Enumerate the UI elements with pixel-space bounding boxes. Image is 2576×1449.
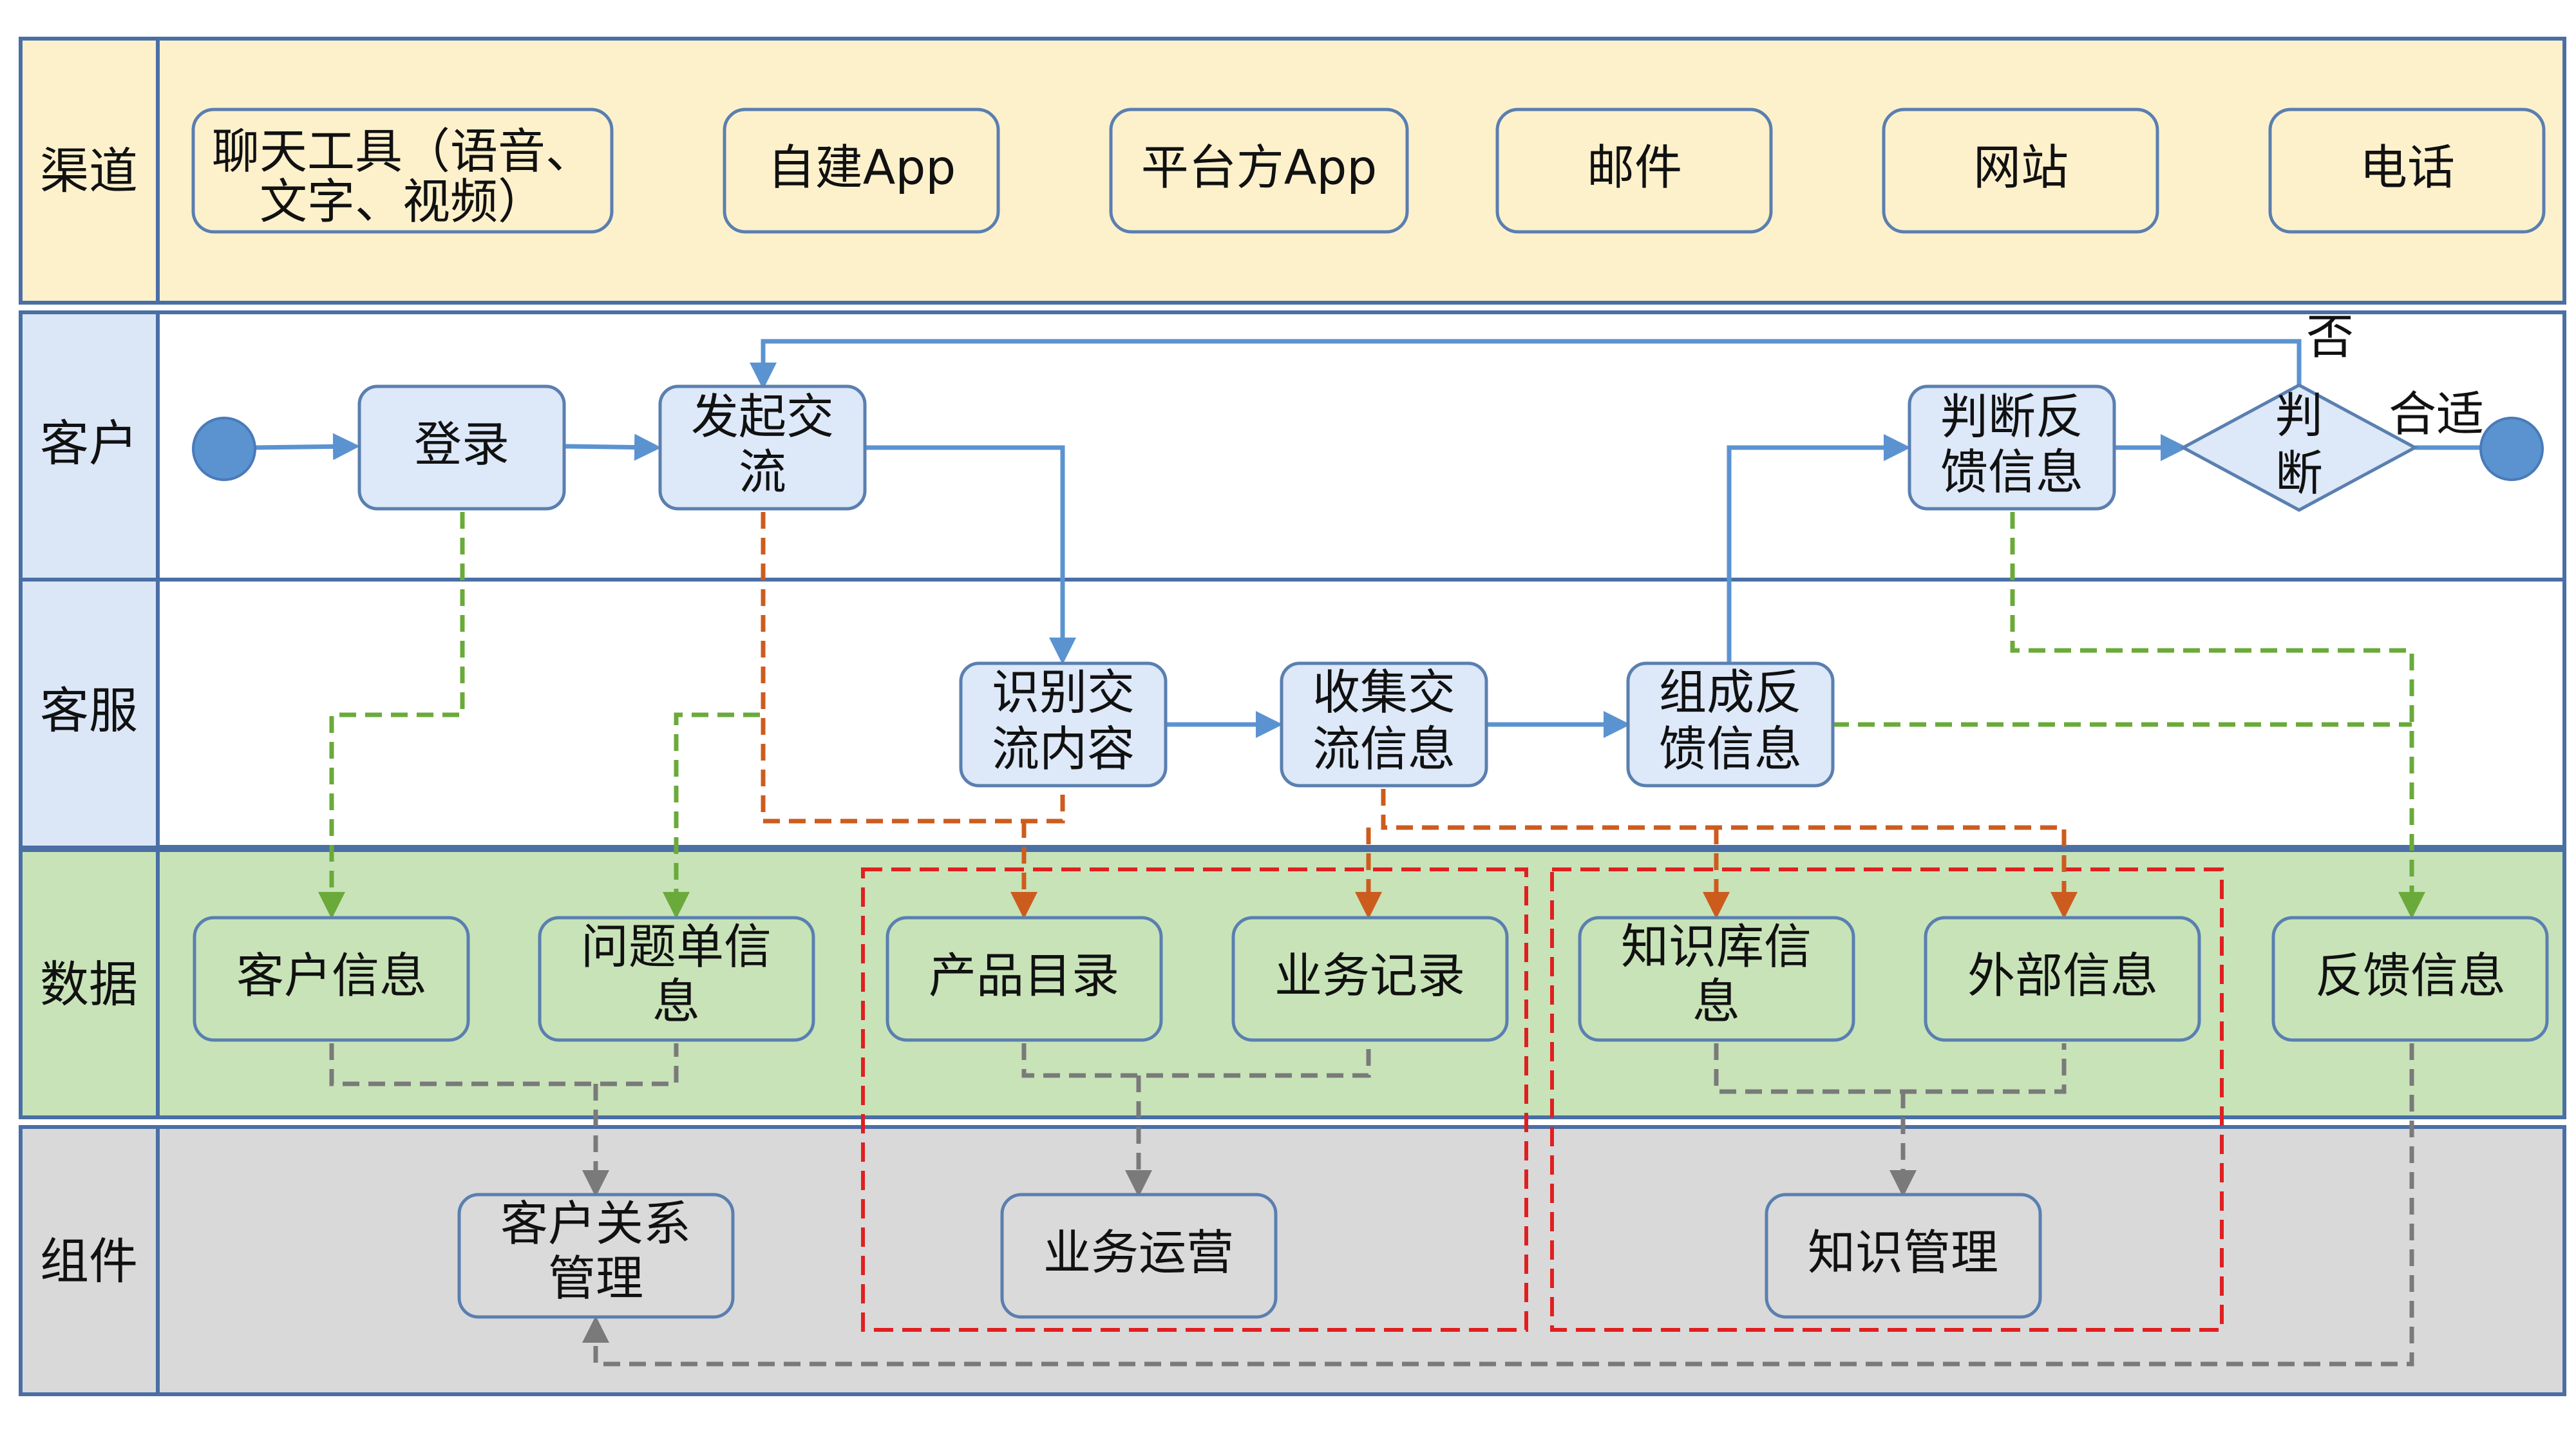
channel-website-label: 网站: [1973, 140, 2069, 196]
node-compose-feedback[interactable]: 组成反 馈信息: [1626, 661, 1835, 788]
node-login-label: 登录: [414, 417, 509, 473]
component-knowledge-mgmt-label: 知识管理: [1808, 1226, 1998, 1281]
node-judge-feedback-line2: 馈信息: [1940, 445, 2083, 500]
component-business-ops-label: 业务运营: [1043, 1226, 1234, 1281]
end-node[interactable]: [2479, 417, 2544, 481]
data-product-catalog[interactable]: 产品目录: [886, 916, 1163, 1042]
channel-phone[interactable]: 电话: [2268, 108, 2546, 234]
channel-chat-tools-line1: 聊天工具（语音、: [212, 124, 593, 180]
channel-platform-app[interactable]: 平台方App: [1109, 108, 1409, 234]
lane-component: 组件: [19, 1125, 2566, 1396]
channel-phone-label: 电话: [2360, 140, 2455, 196]
data-business-record[interactable]: 业务记录: [1231, 916, 1509, 1042]
lane-label-data: 数据: [40, 956, 138, 1013]
component-knowledge-mgmt[interactable]: 知识管理: [1765, 1193, 2042, 1319]
data-external-info-label: 外部信息: [1967, 949, 2158, 1004]
component-crm[interactable]: 客户关系 管理: [457, 1193, 735, 1319]
channel-platform-app-label: 平台方App: [1141, 140, 1378, 196]
lane-label-service: 客服: [40, 682, 138, 739]
channel-email[interactable]: 邮件: [1495, 108, 1773, 234]
data-knowledge-base-line1: 知识库信: [1621, 920, 1812, 975]
data-feedback-info-label: 反馈信息: [2315, 949, 2506, 1004]
orange-data-flow: [761, 512, 2078, 919]
data-business-record-label: 业务记录: [1274, 949, 1465, 1004]
component-crm-line2: 管理: [548, 1251, 643, 1307]
green-data-flow: [318, 512, 2425, 919]
node-login[interactable]: 登录: [357, 384, 566, 511]
data-feedback-info[interactable]: 反馈信息: [2271, 916, 2549, 1042]
data-ticket-info-line1: 问题单信: [581, 920, 772, 975]
decision-line2: 断: [2275, 446, 2323, 502]
decision-line1: 判: [2275, 388, 2323, 444]
node-compose-feedback-line2: 馈信息: [1659, 722, 1802, 777]
data-ticket-info-line2: 息: [652, 974, 700, 1030]
node-identify-content-line1: 识别交: [992, 665, 1135, 721]
node-judge-feedback[interactable]: 判断反 馈信息: [1908, 384, 2116, 511]
node-identify-content[interactable]: 识别交 流内容: [959, 661, 1168, 788]
group-business-ops: [861, 867, 1528, 1332]
node-start-conversation-line2: 流: [739, 445, 786, 500]
lane-label-component: 组件: [40, 1233, 138, 1290]
lane-label-channel: 渠道: [40, 142, 138, 200]
data-ticket-info[interactable]: 问题单信 息: [538, 916, 815, 1042]
channel-chat-tools[interactable]: 聊天工具（语音、 文字、视频）: [191, 108, 614, 234]
data-knowledge-base-line2: 息: [1692, 974, 1740, 1030]
node-identify-content-line2: 流内容: [992, 722, 1135, 777]
node-start-conversation-line1: 发起交: [691, 390, 834, 445]
data-product-catalog-label: 产品目录: [929, 949, 1119, 1004]
component-crm-line1: 客户关系: [500, 1197, 691, 1252]
channel-own-app-label: 自建App: [768, 140, 956, 196]
node-compose-feedback-line1: 组成反: [1659, 665, 1802, 721]
channel-own-app[interactable]: 自建App: [723, 108, 1000, 234]
component-business-ops[interactable]: 业务运营: [1000, 1193, 1278, 1319]
label-no: 否: [2306, 310, 2354, 365]
node-collect-info-line2: 流信息: [1312, 722, 1455, 777]
lane-label-customer: 客户: [40, 415, 138, 472]
start-node[interactable]: [192, 417, 256, 481]
node-judge-feedback-line1: 判断反: [1940, 390, 2083, 445]
channel-chat-tools-line2: 文字、视频）: [260, 175, 545, 230]
node-start-conversation[interactable]: 发起交 流: [658, 384, 867, 511]
data-external-info[interactable]: 外部信息: [1924, 916, 2201, 1042]
node-collect-info[interactable]: 收集交 流信息: [1280, 661, 1488, 788]
label-suitable: 合适: [2389, 387, 2484, 442]
node-collect-info-line1: 收集交: [1312, 665, 1455, 721]
gray-data-flow: [329, 1043, 2414, 1367]
channel-email-label: 邮件: [1587, 140, 1682, 196]
data-customer-info-label: 客户信息: [236, 949, 427, 1004]
decision-diamond[interactable]: 判 断: [2179, 383, 2419, 512]
group-knowledge: [1550, 867, 2224, 1332]
data-knowledge-base[interactable]: 知识库信 息: [1578, 916, 1855, 1042]
channel-website[interactable]: 网站: [1882, 108, 2159, 234]
data-customer-info[interactable]: 客户信息: [193, 916, 470, 1042]
